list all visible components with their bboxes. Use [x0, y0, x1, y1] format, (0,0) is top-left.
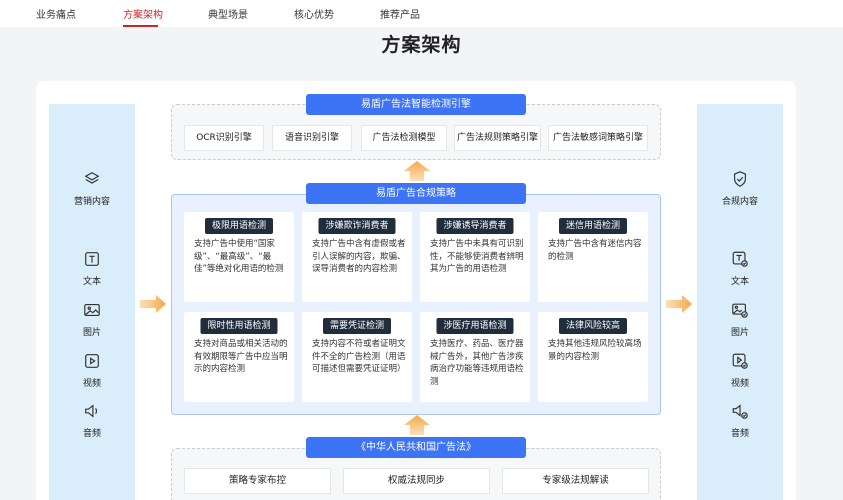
left-marketing-content: 营销内容: [49, 170, 135, 207]
policy-card-body: 支持广告中未具有可识别性，不能够使消费者辨明其为广告的用语检测: [430, 239, 524, 274]
law-item: 专家级法规解读: [502, 468, 649, 494]
policy-card: 极限用语检测 支持广告中使用“国家级”、“最高级”、“最佳”等绝对化用语的检测: [184, 212, 294, 302]
tool-rule-engine: 广告法规则策略引擎: [454, 125, 541, 151]
speaker-verified-icon: [732, 404, 748, 419]
input-flow-arrow-icon: [140, 295, 166, 313]
right-output-column: 合规内容 文本 图片 视频 音频: [697, 104, 783, 500]
tab-solution-architecture[interactable]: 方案架构: [123, 10, 163, 21]
image-verified-icon: [732, 303, 748, 318]
policy-card-title: 需要凭证检测: [322, 318, 392, 334]
policy-card: 涉嫌欺诈消费者 支持广告中含有虚假或者引人误解的内容，欺骗、误导消费者的内容检测: [302, 212, 412, 302]
right-item-image: 图片: [697, 301, 783, 338]
layers-icon: [84, 172, 100, 184]
policy-card: 需要凭证检测 支持内容不符或者证明文件不全的广告检测（用语可描述但需要凭证证明）: [302, 312, 412, 402]
policy-card-title: 涉医疗用语检测: [436, 318, 514, 334]
page-title: 方案架构: [381, 34, 462, 56]
policy-card-title: 迷信用语检测: [558, 218, 628, 234]
text-icon: [85, 252, 99, 266]
up-flow-arrow-icon: [404, 161, 430, 181]
speaker-icon: [85, 404, 98, 418]
right-item-video: 视频: [697, 352, 783, 389]
policy-card-body: 支持广告中含有迷信内容的检测: [548, 239, 642, 262]
law-header: 《中华人民共和国广告法》: [306, 437, 526, 458]
left-item-text: 文本: [49, 250, 135, 287]
left-item-label: 文本: [82, 277, 101, 287]
policy-header: 易盾广告合规策略: [306, 183, 526, 204]
left-item-audio: 音频: [49, 402, 135, 439]
video-icon: [85, 354, 99, 368]
tool-speech-engine: 语音识别引擎: [272, 125, 352, 151]
right-compliant-content: 合规内容: [697, 170, 783, 207]
policy-card: 限时性用语检测 支持对商品或相关活动的有效期限等广告中应当明示的内容检测: [184, 312, 294, 402]
right-top-label: 合规内容: [721, 197, 758, 207]
text-verified-icon: [732, 251, 748, 267]
policy-card: 法律风险较高 支持其他违规风险较高场景的内容检测: [538, 312, 648, 402]
active-tab-indicator: [123, 25, 158, 27]
policy-card-title: 法律风险较高: [558, 318, 628, 334]
output-flow-arrow-icon: [666, 295, 692, 313]
top-nav: 业务痛点 方案架构 典型场景 核心优势 推荐产品: [0, 0, 843, 27]
video-verified-icon: [732, 353, 748, 369]
tool-detection-model: 广告法检测模型: [361, 125, 447, 151]
policy-card-title: 涉嫌诱导消费者: [436, 218, 514, 234]
left-input-column: 营销内容 文本 图片 视频 音频: [49, 104, 135, 500]
policy-card-title: 涉嫌欺诈消费者: [318, 218, 396, 234]
left-item-label: 图片: [82, 328, 101, 338]
policy-card-body: 支持广告中含有虚假或者引人误解的内容，欺骗、误导消费者的内容检测: [312, 239, 406, 274]
policy-card: 涉医疗用语检测 支持医疗、药品、医疗器械广告外，其他广告涉疾病治疗功能等违规用语…: [420, 312, 530, 402]
law-item: 权威法规同步: [343, 468, 490, 494]
policy-card-body: 支持广告中使用“国家级”、“最高级”、“最佳”等绝对化用语的检测: [194, 239, 284, 274]
left-item-image: 图片: [49, 301, 135, 338]
tool-ocr-engine: OCR识别引擎: [184, 125, 264, 151]
policy-card-body: 支持其他违规风险较高场景的内容检测: [548, 339, 642, 362]
engine-header: 易盾广告法智能检测引擎: [306, 94, 526, 115]
left-item-label: 视频: [82, 379, 101, 389]
right-item-label: 文本: [730, 277, 749, 287]
left-item-label: 音频: [82, 429, 101, 439]
tab-core-advantages[interactable]: 核心优势: [294, 10, 334, 21]
policy-card-title: 限时性用语检测: [200, 318, 278, 334]
right-item-label: 图片: [730, 328, 749, 338]
law-item: 策略专家布控: [184, 468, 331, 494]
right-item-label: 视频: [730, 379, 749, 389]
tab-recommended-products[interactable]: 推荐产品: [380, 10, 420, 21]
policy-card-title: 极限用语检测: [204, 218, 274, 234]
shield-check-icon: [734, 171, 746, 187]
policy-card-body: 支持医疗、药品、医疗器械广告外，其他广告涉疾病治疗功能等违规用语检测: [430, 339, 524, 387]
tool-sensitive-word-engine: 广告法敏感词策略引擎: [548, 125, 648, 151]
left-item-video: 视频: [49, 352, 135, 389]
policy-card-body: 支持内容不符或者证明文件不全的广告检测（用语可描述但需要凭证证明）: [312, 339, 406, 374]
up-flow-arrow-icon: [404, 415, 430, 435]
right-item-text: 文本: [697, 250, 783, 287]
right-item-audio: 音频: [697, 402, 783, 439]
left-top-label: 营销内容: [73, 197, 110, 207]
policy-card: 涉嫌诱导消费者 支持广告中未具有可识别性，不能够使消费者辨明其为广告的用语检测: [420, 212, 530, 302]
tab-typical-scenarios[interactable]: 典型场景: [208, 10, 248, 21]
image-icon: [84, 304, 100, 316]
policy-card: 迷信用语检测 支持广告中含有迷信内容的检测: [538, 212, 648, 302]
right-item-label: 音频: [730, 429, 749, 439]
policy-card-body: 支持对商品或相关活动的有效期限等广告中应当明示的内容检测: [194, 339, 288, 374]
tab-business-pain-points[interactable]: 业务痛点: [36, 10, 76, 21]
